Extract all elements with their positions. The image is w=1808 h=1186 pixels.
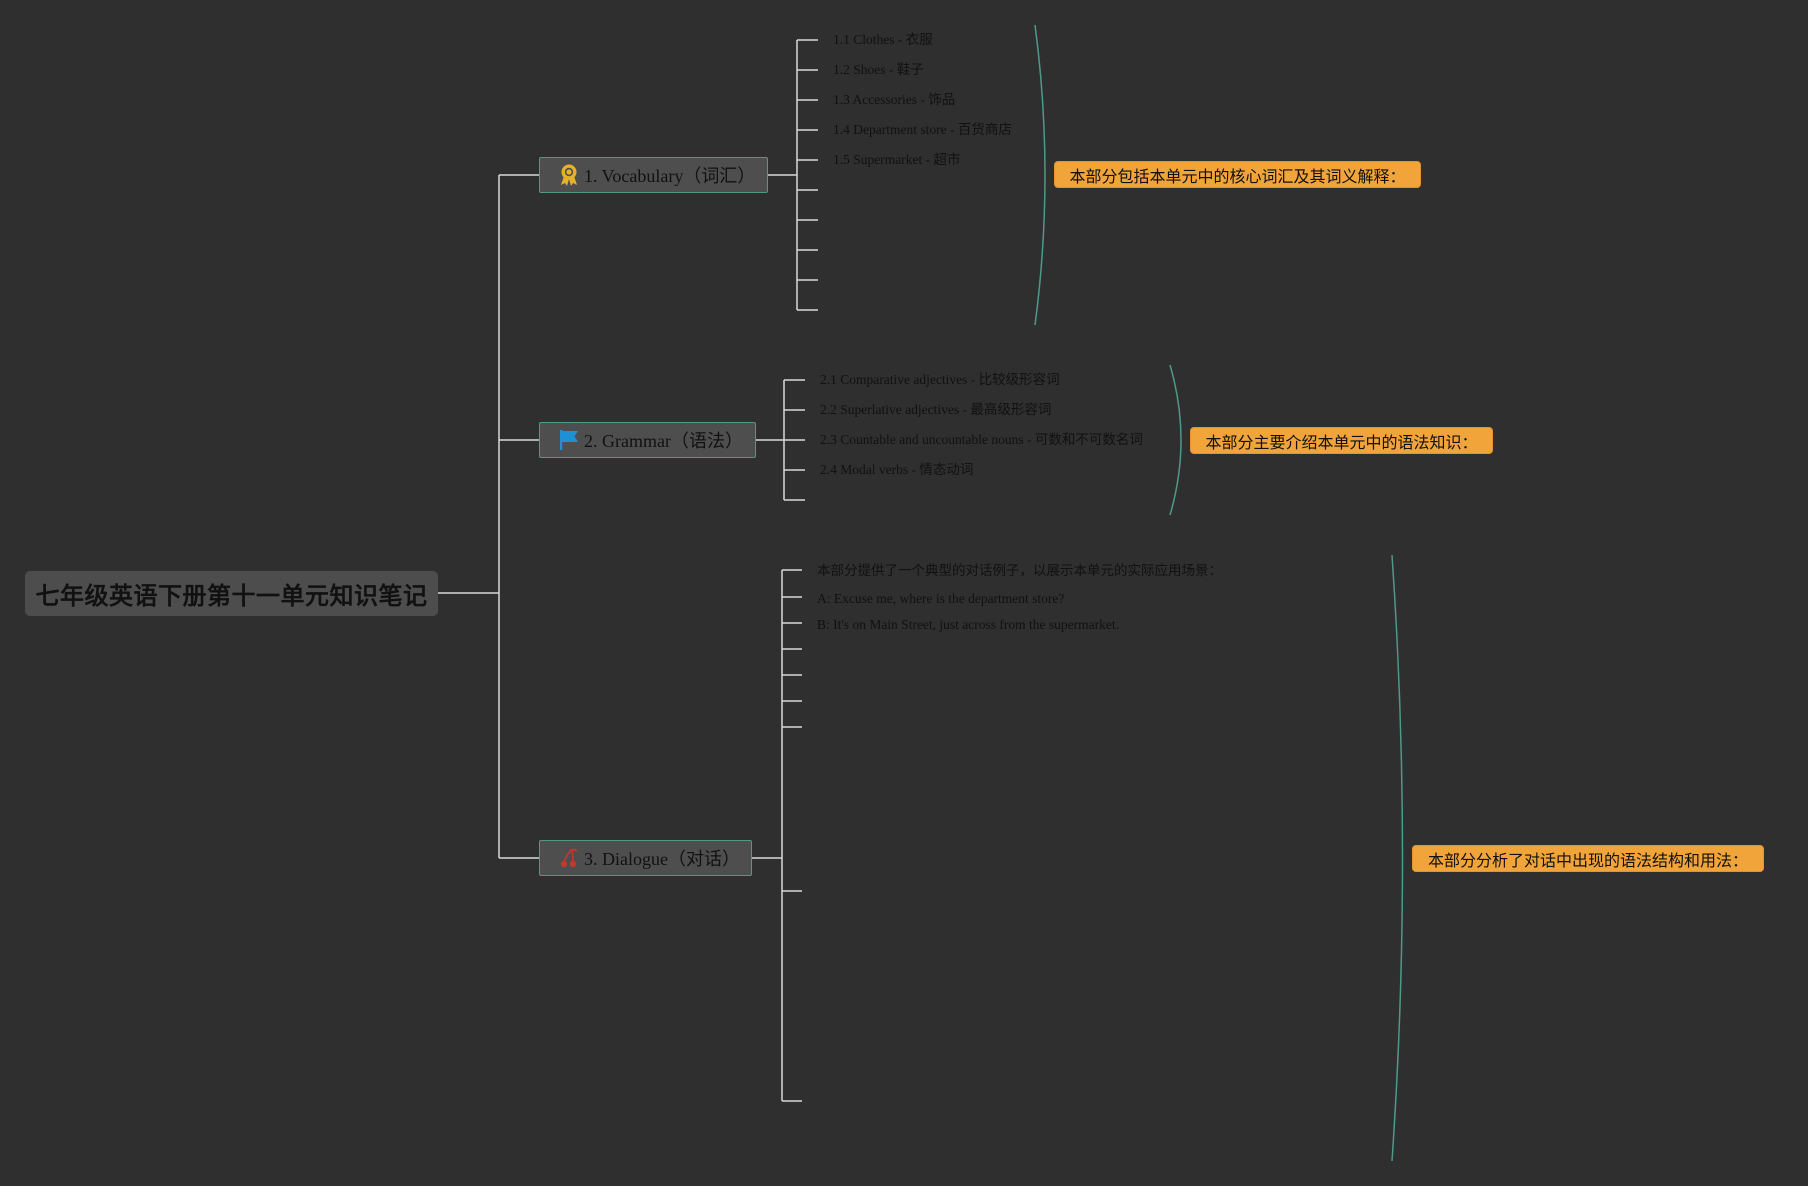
list-item[interactable]: 2.4 Modal verbs - 情态动词: [820, 462, 974, 477]
topic-dialogue-label: 3. Dialogue（对话）: [584, 849, 740, 869]
flag-icon: [558, 428, 580, 452]
list-item[interactable]: 1.4 Department store - 百货商店: [833, 122, 1012, 137]
summary-dialogue[interactable]: 本部分分析了对话中出现的语法结构和用法：: [1412, 845, 1764, 872]
list-item[interactable]: 本部分提供了一个典型的对话例子，以展示本单元的实际应用场景：: [817, 563, 1222, 578]
topic-vocabulary[interactable]: 1. Vocabulary（词汇）: [539, 157, 768, 193]
award-ribbon-icon: [558, 163, 580, 187]
list-item[interactable]: 1.2 Shoes - 鞋子: [833, 62, 924, 77]
list-item[interactable]: 1.1 Clothes - 衣服: [833, 32, 933, 47]
dialogue-summary-bracket: [1391, 554, 1404, 1162]
topic-grammar-label: 2. Grammar（语法）: [584, 431, 743, 451]
list-item[interactable]: B: It's on Main Street, just across from…: [817, 617, 1119, 632]
list-item[interactable]: 2.1 Comparative adjectives - 比较级形容词: [820, 372, 1060, 387]
list-item[interactable]: 1.3 Accessories - 饰品: [833, 92, 956, 107]
topic-grammar[interactable]: 2. Grammar（语法）: [539, 422, 756, 458]
summary-vocabulary[interactable]: 本部分包括本单元中的核心词汇及其词义解释：: [1054, 161, 1421, 188]
grammar-summary-bracket: [1169, 364, 1182, 516]
list-item[interactable]: A: Excuse me, where is the department st…: [817, 591, 1065, 606]
summary-grammar[interactable]: 本部分主要介绍本单元中的语法知识：: [1190, 427, 1493, 454]
cherries-icon: [558, 846, 580, 870]
summary-dialogue-label: 本部分分析了对话中出现的语法结构和用法：: [1427, 850, 1748, 870]
central-topic[interactable]: 七年级英语下册第十一单元知识笔记: [25, 571, 438, 616]
list-item[interactable]: 2.2 Superlative adjectives - 最高级形容词: [820, 402, 1052, 417]
topic-vocabulary-label: 1. Vocabulary（词汇）: [584, 166, 756, 186]
central-topic-title: 七年级英语下册第十一单元知识笔记: [35, 582, 428, 610]
list-item[interactable]: 1.5 Supermarket - 超市: [833, 152, 961, 167]
topic-dialogue[interactable]: 3. Dialogue（对话）: [539, 840, 752, 876]
summary-grammar-label: 本部分主要介绍本单元中的语法知识：: [1205, 432, 1478, 452]
summary-vocabulary-label: 本部分包括本单元中的核心词汇及其词义解释：: [1069, 166, 1406, 186]
list-item[interactable]: 2.3 Countable and uncountable nouns - 可数…: [820, 432, 1143, 447]
vocabulary-summary-bracket: [1034, 24, 1046, 326]
